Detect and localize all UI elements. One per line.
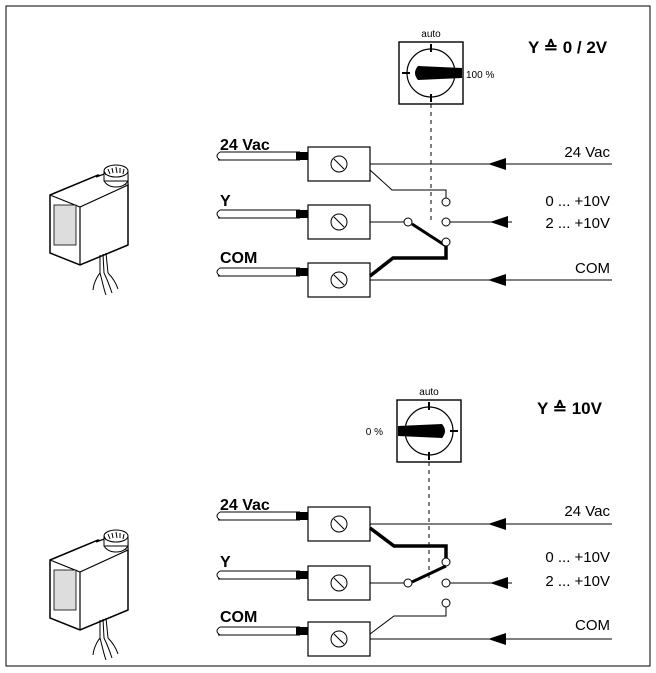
right-label-2-10v: 2 ... +10V — [545, 573, 610, 590]
diagram-top: auto 100 % Y ≙ 0 / 2V 24 Vac Y COM — [49, 29, 612, 298]
dial-knob — [398, 424, 445, 438]
dial-switch: auto 0 % — [366, 387, 462, 463]
right-label-0-10v: 0 ... +10V — [545, 193, 610, 210]
terminal-row-y — [216, 204, 371, 240]
page-frame — [5, 5, 651, 667]
right-label-2-10v: 2 ... +10V — [545, 215, 610, 232]
terminal-label-com: COM — [220, 250, 257, 267]
terminal-label-com: COM — [220, 609, 257, 626]
actuator-illustration — [49, 529, 129, 661]
terminal-row-24vac — [216, 506, 371, 542]
actuator-illustration — [49, 164, 129, 296]
dial-top-label: auto — [419, 387, 439, 398]
terminal-label-24vac: 24 Vac — [220, 137, 270, 154]
terminal-row-y — [216, 565, 371, 601]
terminal-label-y: Y — [220, 554, 231, 571]
terminal-row-24vac — [216, 146, 371, 182]
right-label-0-10v: 0 ... +10V — [545, 549, 610, 566]
right-label-com: COM — [575, 260, 610, 277]
dial-side-label: 0 % — [366, 427, 383, 438]
dial-switch: auto 100 % — [398, 29, 494, 105]
formula-label: Y ≙ 0 / 2V — [528, 38, 608, 57]
right-label-com: COM — [575, 617, 610, 634]
right-label-24vac: 24 Vac — [564, 144, 610, 161]
terminal-row-com — [216, 262, 371, 298]
right-label-24vac: 24 Vac — [564, 503, 610, 520]
formula-label: Y ≙ 10V — [537, 399, 603, 418]
terminal-row-com — [216, 621, 371, 657]
diagram-bottom: auto 0 % Y ≙ 10V 24 Vac Y COM — [49, 387, 612, 661]
dial-top-label: auto — [421, 29, 441, 40]
terminal-label-24vac: 24 Vac — [220, 497, 270, 514]
terminal-label-y: Y — [220, 193, 231, 210]
dial-knob — [415, 66, 462, 80]
dial-side-label: 100 % — [466, 70, 494, 81]
